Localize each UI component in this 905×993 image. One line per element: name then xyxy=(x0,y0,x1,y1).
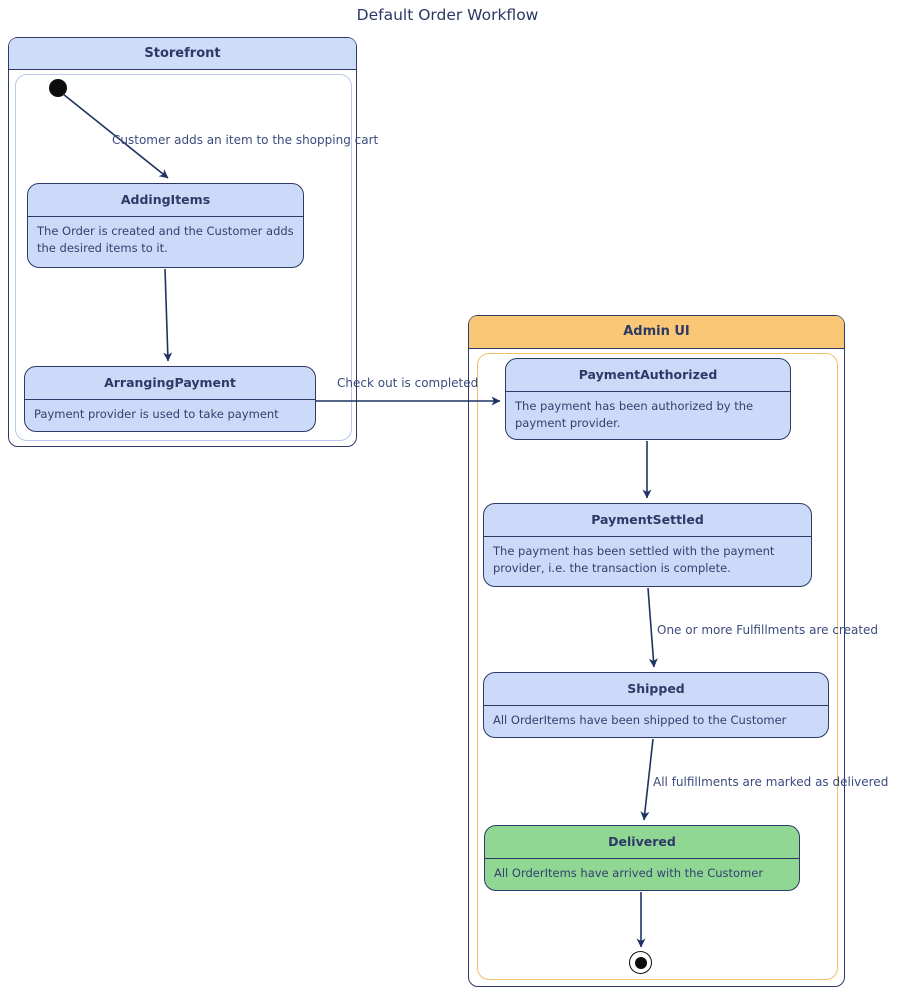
state-paymentsettled-title: PaymentSettled xyxy=(591,512,704,527)
final-state-marker xyxy=(629,951,652,974)
state-delivered-title: Delivered xyxy=(608,834,676,849)
initial-state-marker xyxy=(49,79,67,97)
state-arrangingpayment-title: ArrangingPayment xyxy=(104,375,236,390)
state-arrangingpayment-description: Payment provider is used to take payment xyxy=(25,399,315,429)
state-shipped-title: Shipped xyxy=(627,681,685,696)
state-paymentsettled-description: The payment has been settled with the pa… xyxy=(484,536,811,582)
transition-label-fulfillments-created: One or more Fulfillments are created xyxy=(657,623,879,637)
state-addingitems-description: The Order is created and the Customer ad… xyxy=(28,216,303,262)
state-paymentsettled: PaymentSettled The payment has been sett… xyxy=(483,503,812,587)
state-addingitems-title: AddingItems xyxy=(120,192,211,207)
state-paymentauthorized-description: The payment has been authorized by the p… xyxy=(506,391,790,437)
state-shipped-description: All OrderItems have been shipped to the … xyxy=(484,705,828,735)
diagram-title: Default Order Workflow xyxy=(356,6,539,24)
state-shipped: Shipped All OrderItems have been shipped… xyxy=(483,672,829,738)
state-arrangingpayment: ArrangingPayment Payment provider is use… xyxy=(24,366,316,432)
state-delivered: Delivered All OrderItems have arrived wi… xyxy=(484,825,800,891)
state-addingitems: AddingItems The Order is created and the… xyxy=(27,183,304,268)
transition-label-marked-delivered: All fulfillments are marked as delivered xyxy=(653,775,889,789)
transition-label-checkout-completed: Check out is completed xyxy=(337,376,479,390)
transition-label-add-item: Customer adds an item to the shopping ca… xyxy=(112,133,379,147)
container-storefront-header: Storefront xyxy=(9,38,356,70)
state-paymentauthorized: PaymentAuthorized The payment has been a… xyxy=(505,358,791,440)
container-admin-ui-header: Admin UI xyxy=(469,316,844,349)
state-delivered-description: All OrderItems have arrived with the Cus… xyxy=(485,858,799,888)
final-state-inner-dot xyxy=(634,956,647,969)
state-paymentauthorized-title: PaymentAuthorized xyxy=(578,367,718,382)
